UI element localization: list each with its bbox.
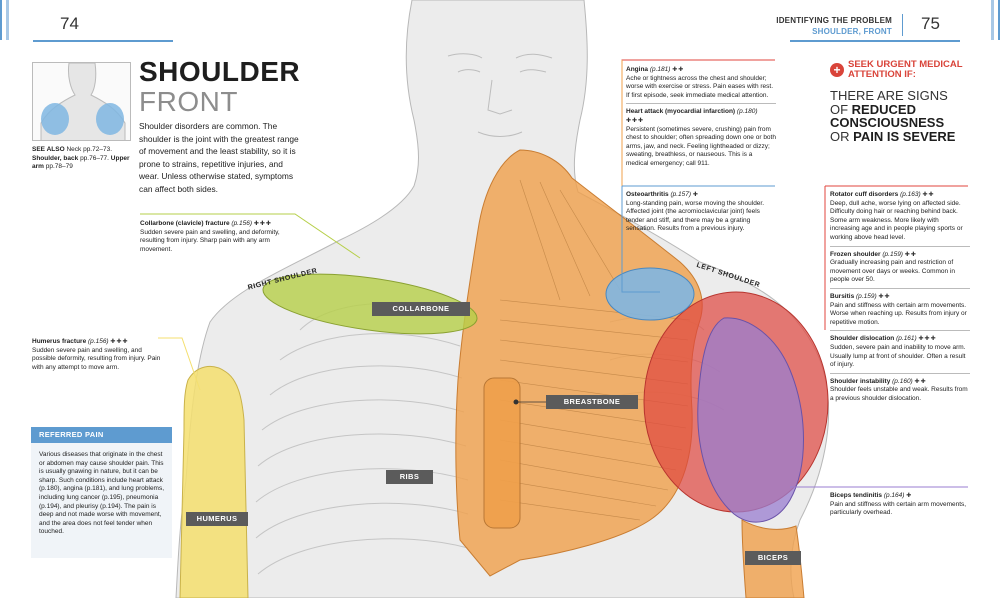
severity-icon: ✚✚✚ bbox=[626, 117, 645, 124]
severity-icon: ✚✚ bbox=[878, 293, 891, 300]
severity-icon: ✚✚ bbox=[904, 251, 917, 258]
referred-pain-box: REFERRED PAIN Various diseases that orig… bbox=[31, 427, 172, 558]
muscle-fibers bbox=[499, 179, 691, 521]
severity-icon: ✚✚✚ bbox=[110, 339, 129, 345]
section-name: IDENTIFYING THE PROBLEM bbox=[776, 16, 892, 25]
see-also-thumbnail bbox=[32, 62, 131, 141]
severity-icon: ✚✚ bbox=[672, 67, 685, 73]
severity-icon: ✚✚✚ bbox=[918, 336, 937, 343]
severity-icon: ✚ bbox=[906, 493, 913, 499]
humerus-label: HUMERUS bbox=[186, 512, 248, 526]
severity-icon: ✚ bbox=[692, 192, 699, 198]
condition-angina: Angina (p.181) ✚✚ Ache or tightness acro… bbox=[626, 66, 776, 167]
see-also-text: SEE ALSO Neck pp.72–73. Shoulder, back p… bbox=[32, 146, 130, 170]
warning-heading: SEEK URGENT MEDICAL ATTENTION IF: bbox=[848, 59, 963, 80]
severity-icon: ✚✚ bbox=[914, 378, 927, 385]
page-number-left: 74 bbox=[60, 14, 79, 33]
condition-biceps-tendinitis: Biceps tendinitis (p.164) ✚ Pain and sti… bbox=[830, 492, 967, 517]
page-subtitle: FRONT bbox=[139, 86, 238, 117]
osteoarthritis-region bbox=[605, 267, 695, 321]
biceps-label: BICEPS bbox=[745, 551, 801, 565]
severity-icon: ✚✚ bbox=[922, 192, 935, 198]
biceps-tendinitis-region bbox=[697, 317, 804, 523]
breastbone-label: BREASTBONE bbox=[546, 395, 638, 409]
intro-text: Shoulder disorders are common. The shoul… bbox=[139, 121, 299, 194]
page-number-right: 75 bbox=[921, 14, 940, 33]
shoulders-thumbnail-icon bbox=[40, 63, 126, 140]
severity-icon: ✚✚✚ bbox=[253, 221, 272, 227]
page-title: SHOULDER bbox=[139, 56, 301, 87]
humerus-region bbox=[179, 365, 249, 598]
referred-pain-text: Various diseases that originate in the c… bbox=[39, 451, 165, 536]
collarbone-region bbox=[262, 273, 478, 335]
condition-osteoarthritis: Osteoarthritis (p.157) ✚ Long-standing p… bbox=[626, 191, 765, 233]
section-title: IDENTIFYING THE PROBLEM SHOULDER, FRONT bbox=[776, 15, 892, 37]
header-rule-right bbox=[790, 40, 960, 42]
header-divider bbox=[902, 14, 903, 36]
sternum bbox=[483, 377, 521, 529]
medical-cross-icon: + bbox=[830, 63, 844, 77]
condition-rotator-cuff-group: Rotator cuff disorders (p.163) ✚✚ Deep, … bbox=[830, 191, 970, 403]
leader-lines bbox=[140, 59, 968, 488]
condition-humerus-fracture: Humerus fracture (p.156) ✚✚✚ Sudden seve… bbox=[32, 338, 161, 371]
face-lines bbox=[447, 53, 553, 137]
condition-collarbone-fracture: Collarbone (clavicle) fracture (p.156) ✚… bbox=[140, 220, 280, 253]
referred-pain-heading: REFERRED PAIN bbox=[31, 427, 172, 443]
header-rule-left bbox=[33, 40, 173, 42]
warning-body: THERE ARE SIGNS OF REDUCED CONSCIOUSNESS… bbox=[830, 88, 956, 144]
ribs-label: RIBS bbox=[386, 470, 433, 484]
collarbone-label: COLLARBONE bbox=[372, 302, 470, 316]
subsection-name: SHOULDER, FRONT bbox=[812, 27, 892, 36]
